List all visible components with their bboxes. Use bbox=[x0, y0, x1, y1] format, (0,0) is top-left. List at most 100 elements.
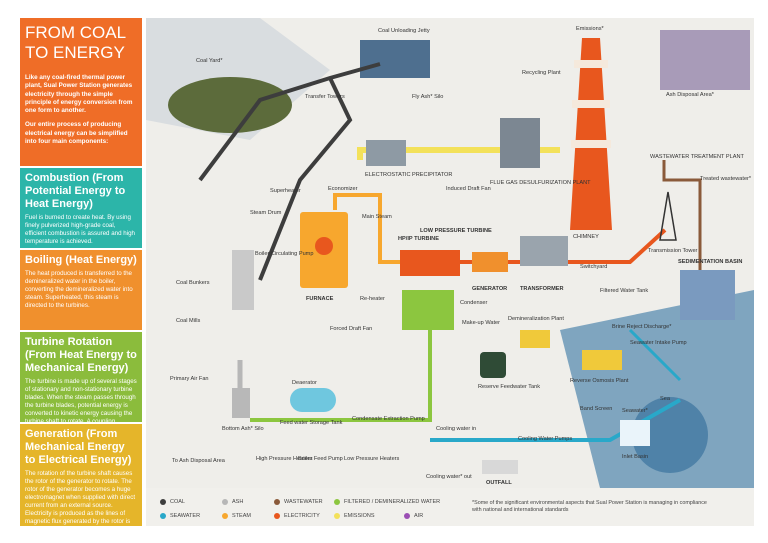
label-reserve-feedwater-tank: Reserve Feedwater Tank bbox=[478, 384, 540, 390]
ro-plant-icon bbox=[582, 350, 622, 370]
label-unloading-jetty: Coal Unloading Jetty bbox=[378, 28, 430, 34]
outfall-icon bbox=[482, 460, 518, 474]
fgd-icon bbox=[500, 118, 540, 168]
section-boiling: Boiling (Heat Energy) The heat produced … bbox=[20, 250, 142, 330]
ash-disposal-photo bbox=[660, 30, 750, 90]
label-condenser: Condenser bbox=[460, 300, 488, 306]
label-seawater: Seawater* bbox=[622, 408, 649, 414]
legend-item-coal: COAL bbox=[160, 499, 185, 505]
coal-bunker-icon bbox=[232, 250, 254, 310]
transmission-tower-icon bbox=[659, 191, 677, 241]
label-chimney: CHIMNEY bbox=[573, 234, 599, 240]
jetty-photo bbox=[360, 40, 430, 78]
label-lp-turbine: LOW PRESSURE TURBINE bbox=[420, 228, 492, 234]
label-lp-heaters: Low Pressure Heaters bbox=[344, 456, 400, 462]
section-text: The rotation of the turbine shaft causes… bbox=[25, 470, 136, 533]
label-hp-heaters: High Pressure Heaters bbox=[256, 456, 313, 462]
demin-plant-icon bbox=[520, 330, 550, 348]
label-emissions: Emissions* bbox=[576, 26, 604, 32]
chimney-stripe bbox=[574, 60, 608, 68]
label-recycling-plant: Recycling Plant bbox=[522, 70, 561, 76]
electricity-line bbox=[450, 228, 667, 264]
hero-title-line1: FROM COAL bbox=[25, 23, 127, 42]
inlet-basin-icon bbox=[620, 420, 650, 446]
legend: COAL ASH WASTEWATER FILTERED / DEMINERAL… bbox=[150, 495, 750, 525]
label-sea: Sea bbox=[660, 396, 671, 402]
section-text: Fuel is burned to create heat. By using … bbox=[25, 214, 135, 245]
label-bottom-ash-silo: Bottom Ash* Silo bbox=[222, 426, 264, 432]
coal-conveyor-line bbox=[198, 62, 381, 182]
section-turbine: Turbine Rotation (From Heat Energy to Me… bbox=[20, 332, 142, 441]
section-title: Boiling (Heat Energy) bbox=[25, 254, 137, 266]
label-induced-draft-fan: Induced Draft Fan bbox=[446, 186, 491, 192]
label-band-screen: Band Screen bbox=[580, 406, 612, 412]
label-economizer: Economizer bbox=[328, 186, 358, 192]
label-steam-drum: Steam Drum bbox=[250, 210, 282, 216]
legend-item-seawater: SEAWATER bbox=[160, 513, 200, 519]
seawater-line bbox=[430, 398, 681, 442]
legend-item-steam: STEAM bbox=[222, 513, 251, 519]
label-reheater: Re-heater bbox=[360, 296, 385, 302]
label-esp: ELECTROSTATIC PRECIPITATOR bbox=[365, 172, 452, 178]
label-fly-ash-silo: Fly Ash* Silo bbox=[412, 94, 443, 100]
label-boiler-circ-pump: Boiler Circulating Pump bbox=[255, 251, 313, 257]
hero-title-line2: TO ENERGY bbox=[25, 43, 125, 62]
label-furnace: FURNACE bbox=[306, 296, 334, 302]
section-combustion: Combustion (From Potential Energy to Hea… bbox=[20, 168, 142, 248]
brine-line bbox=[628, 328, 682, 382]
chimney-stripe bbox=[571, 140, 611, 148]
wastewater-line bbox=[662, 160, 702, 270]
label-feedwater-storage: Feed water Storage Tank bbox=[280, 420, 343, 426]
bottom-ash-silo-icon bbox=[232, 388, 250, 418]
chimney-stripe bbox=[572, 100, 610, 108]
label-sedimentation-basin: SEDIMENTATION BASIN bbox=[678, 259, 742, 265]
condenser-icon bbox=[402, 290, 454, 330]
label-cooling-in: Cooling water in bbox=[436, 426, 476, 432]
label-reverse-osmosis: Reverse Osmosis Plant bbox=[570, 378, 629, 384]
generator-icon bbox=[472, 252, 508, 272]
steam-line bbox=[333, 193, 420, 264]
label-seawater-intake-pump: Seawater Intake Pump bbox=[630, 340, 687, 346]
label-deaerator: Deaerator bbox=[292, 380, 317, 386]
label-generator: GENERATOR bbox=[472, 286, 507, 292]
section-title: Combustion (From Potential Energy to Hea… bbox=[25, 172, 126, 210]
label-makeup-water: Make-up Water bbox=[462, 320, 500, 326]
transformer-icon bbox=[520, 236, 568, 266]
legend-item-wastewater: WASTEWATER bbox=[274, 499, 323, 505]
label-hpip-turbine: HP/IP TURBINE bbox=[398, 236, 439, 242]
section-generation: Generation (From Mechanical Energy to El… bbox=[20, 424, 142, 533]
label-cooling-out: Cooling water* out bbox=[426, 474, 472, 480]
label-ash-disposal-area: Ash Disposal Area* bbox=[666, 92, 715, 98]
label-transformer: TRANSFORMER bbox=[520, 286, 564, 292]
legend-item-electricity: ELECTRICITY bbox=[274, 513, 320, 519]
legend-note: *Some of the significant environmental a… bbox=[472, 500, 707, 513]
sedimentation-photo bbox=[680, 270, 735, 320]
label-inlet-basin: Inlet Basin bbox=[622, 454, 648, 460]
hero-panel: FROM COAL TO ENERGY Like any coal-fired … bbox=[20, 18, 142, 166]
hero-process: Our entire process of producing electric… bbox=[25, 121, 128, 146]
label-main-steam: Main Steam bbox=[362, 214, 392, 220]
label-switchyard: Switchyard bbox=[580, 264, 607, 270]
label-brine-reject: Brine Reject Discharge* bbox=[612, 324, 672, 330]
label-transmission-tower: Transmission Tower bbox=[648, 248, 698, 254]
label-cooling-pumps: Cooling Water Pumps bbox=[518, 436, 572, 442]
label-transfer-towers: Transfer Towers bbox=[305, 94, 345, 100]
label-coal-bunkers: Coal Bunkers bbox=[176, 280, 210, 286]
hero-intro: Like any coal-fired thermal power plant,… bbox=[25, 74, 133, 115]
deaerator-icon bbox=[290, 388, 336, 412]
label-condensate-pump: Condensate Extraction Pump bbox=[352, 416, 425, 422]
legend-item-air: AIR bbox=[404, 513, 423, 519]
label-demin-plant: Demineralization Plant bbox=[508, 316, 564, 322]
feedwater-line bbox=[250, 300, 432, 422]
legend-item-ash: ASH bbox=[222, 499, 243, 505]
section-title: Turbine Rotation (From Heat Energy to Me… bbox=[25, 336, 137, 374]
flame-icon bbox=[315, 237, 333, 255]
label-superheater: Superheater bbox=[270, 188, 301, 194]
label-ash-disposal-small: To Ash Disposal Area bbox=[172, 458, 226, 464]
label-primary-air-fan: Primary Air Fan bbox=[170, 376, 209, 382]
turbine-icon bbox=[400, 250, 460, 276]
label-outfall: OUTFALL bbox=[486, 480, 512, 486]
chimney-icon bbox=[570, 38, 612, 230]
coal-feed-line bbox=[258, 77, 353, 281]
